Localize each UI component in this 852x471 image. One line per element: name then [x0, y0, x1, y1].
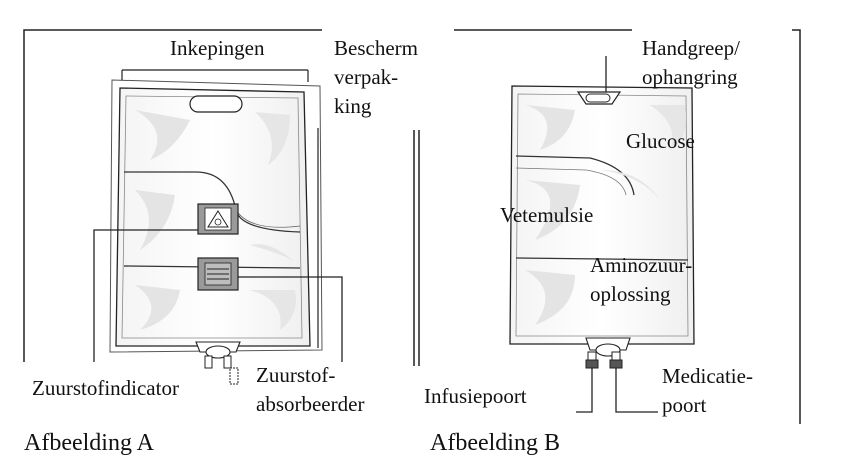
label-vetemulsie: Vetemulsie [500, 203, 594, 227]
figure-b [454, 29, 801, 424]
caption-afbeelding-a: Afbeelding A [24, 430, 154, 456]
label-zuurstofabsorbeerder-line1: Zuurstof- [256, 363, 336, 387]
label-handgreep-line2: ophangring [642, 65, 738, 89]
protective-wrap [109, 69, 323, 353]
figure-a [23, 29, 420, 385]
figure-a-frame [23, 29, 322, 362]
label-beschermverpakking-line1: Bescherm [334, 36, 418, 60]
leader-medicatiepoort [615, 368, 658, 413]
label-zuurstofindicator: Zuurstofindicator [32, 376, 179, 400]
label-beschermverpakking-line2: verpak- [334, 65, 399, 89]
bag-b [509, 85, 695, 369]
figure-b-frame-right [792, 29, 801, 424]
label-medicatiepoort-line1: Medicatie- [662, 364, 753, 388]
bag-a [115, 87, 311, 385]
leader-infusiepoort [576, 368, 593, 413]
label-glucose: Glucose [626, 129, 695, 153]
leader-absorbeerder [238, 276, 343, 362]
leader-zuurstofindicator [93, 229, 198, 362]
label-infusiepoort: Infusiepoort [424, 384, 527, 408]
label-medicatiepoort-line2: poort [662, 393, 707, 417]
label-aminozuur-line1: Aminozuur- [590, 253, 693, 277]
label-handgreep-line1: Handgreep/ [642, 36, 740, 60]
label-zuurstofabsorbeerder-line2: absorbeerder [256, 392, 365, 416]
label-inkepingen: Inkepingen [170, 36, 265, 60]
label-beschermverpakking-line3: king [334, 94, 372, 118]
label-aminozuur-line2: oplossing [590, 282, 671, 306]
caption-afbeelding-b: Afbeelding B [430, 430, 560, 456]
